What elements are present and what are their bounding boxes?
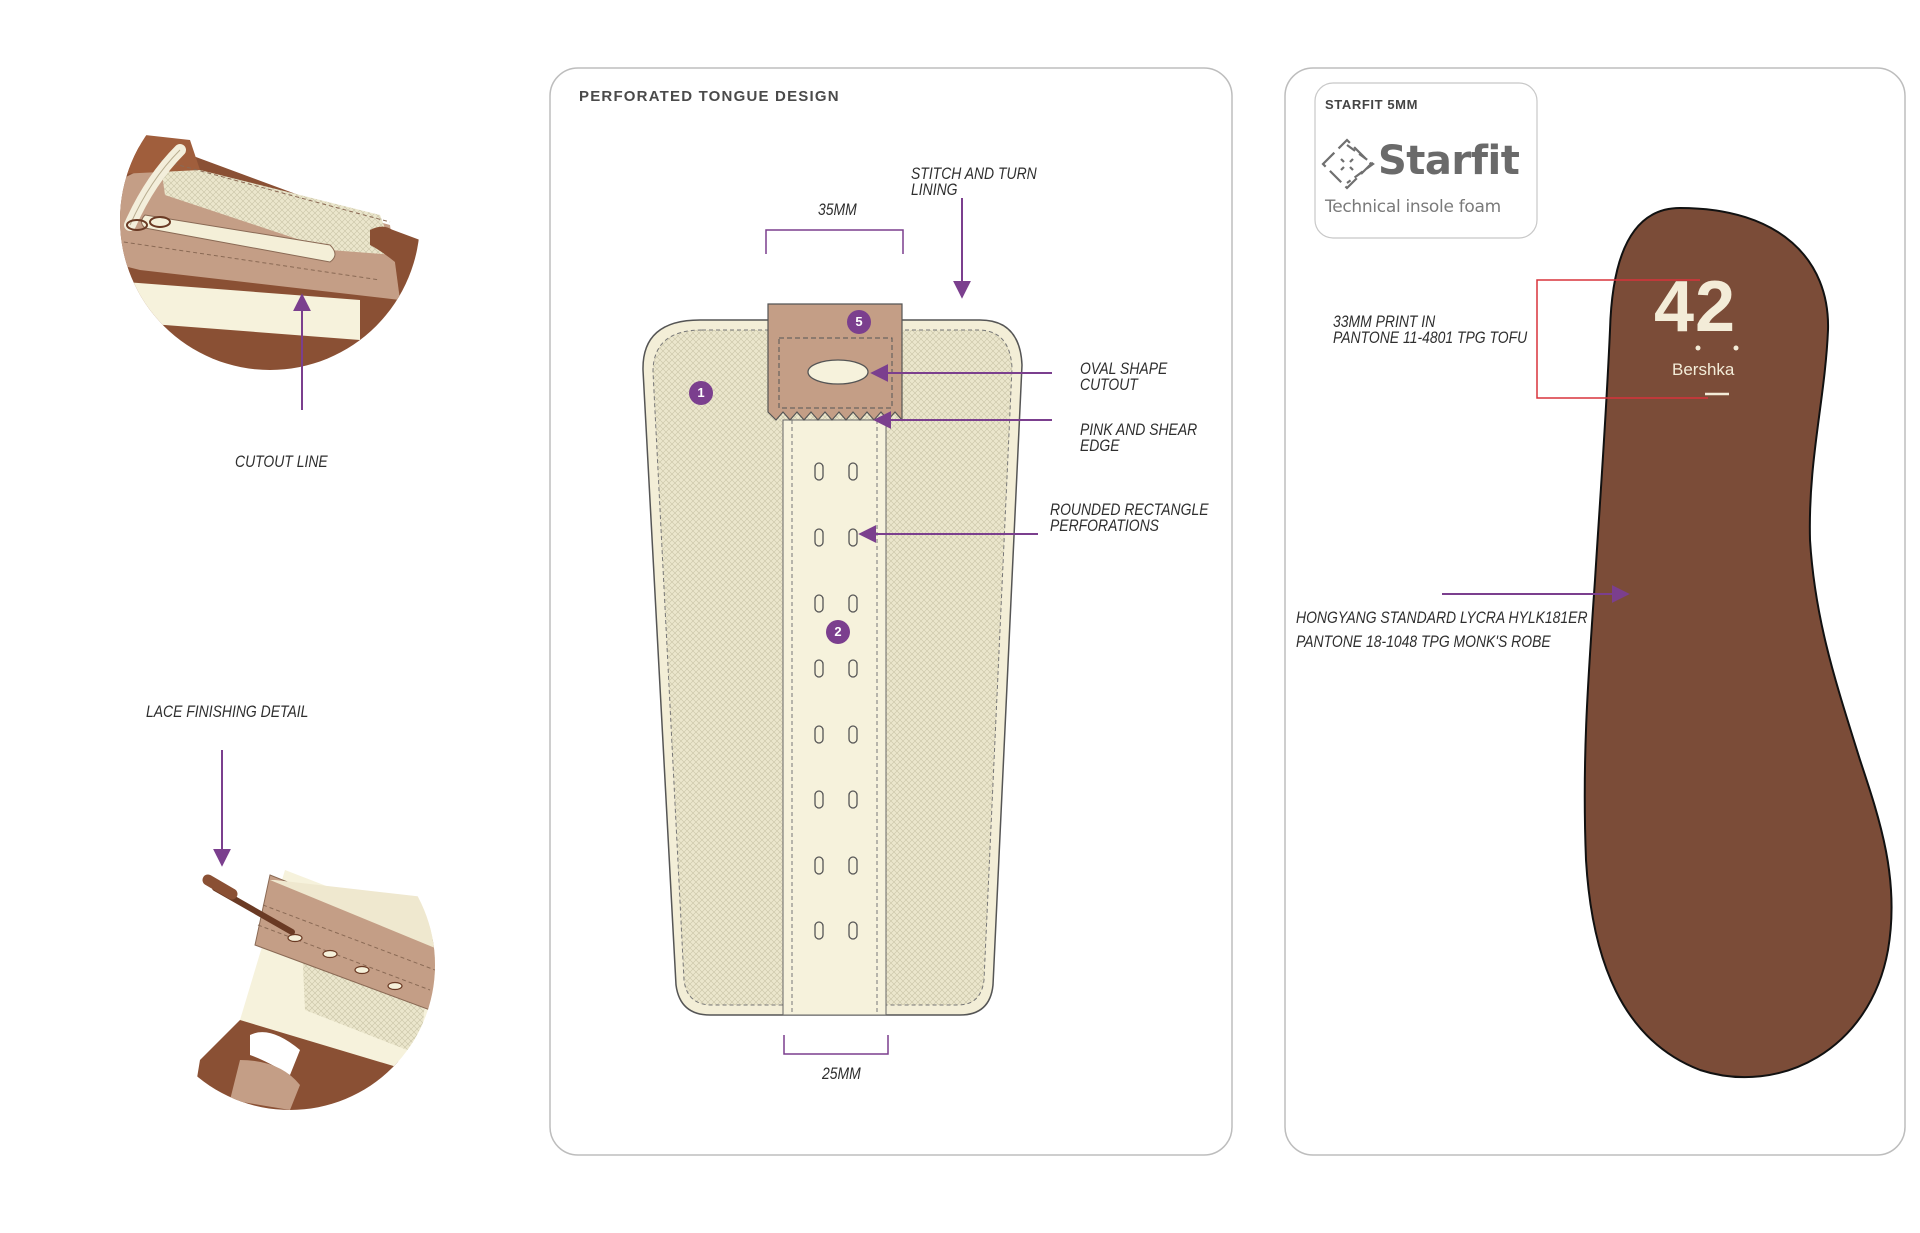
logo-card-title: STARFIT 5MM bbox=[1325, 97, 1419, 112]
dimension-bracket-top bbox=[765, 229, 904, 254]
dimension-bracket-bottom bbox=[783, 1035, 889, 1055]
tongue-illustration bbox=[642, 303, 1023, 1016]
badge-1-number: 1 bbox=[697, 385, 705, 400]
lace-finishing-label: LACE FINISHING DETAIL bbox=[146, 702, 309, 721]
logo-tagline: Technical insole foam bbox=[1325, 197, 1501, 217]
badge-2 bbox=[826, 620, 850, 644]
insole-shape bbox=[1583, 206, 1893, 1079]
pink-shear-label: PINK AND SHEAR EDGE bbox=[1080, 420, 1198, 455]
print-bracket bbox=[1536, 279, 1708, 399]
size-dot-right bbox=[1733, 345, 1739, 351]
insole-panel-frame bbox=[1284, 67, 1906, 1156]
tongue-panel-title: PERFORATED TONGUE DESIGN bbox=[579, 88, 840, 105]
stitch-turn-label: STITCH AND TURN LINING bbox=[911, 164, 1037, 199]
starfit-logo-icon bbox=[1321, 138, 1375, 190]
cutout-detail-illustration bbox=[120, 70, 420, 410]
oval-cutout-label: OVAL SHAPE CUTOUT bbox=[1080, 359, 1168, 394]
badge-5 bbox=[847, 310, 871, 334]
badge-1 bbox=[689, 381, 713, 405]
dimension-bottom-label: 25MM bbox=[822, 1064, 861, 1083]
insole-size-number: 42 bbox=[1654, 267, 1737, 347]
lace-detail-illustration bbox=[145, 750, 435, 1110]
logo-card bbox=[1314, 82, 1538, 239]
dimension-top-label: 35MM bbox=[818, 200, 857, 219]
cutout-line-label: CUTOUT LINE bbox=[235, 452, 328, 471]
tongue-panel-frame bbox=[549, 67, 1233, 1156]
badge-5-number: 5 bbox=[855, 314, 863, 329]
print-spec-label: 33MM PRINT IN PANTONE 11-4801 TPG TOFU bbox=[1333, 312, 1528, 347]
logo-wordmark: Starfit bbox=[1378, 138, 1520, 184]
material-spec-label: HONGYANG STANDARD LYCRA HYLK181ER PANTON… bbox=[1296, 608, 1588, 651]
badge-2-number: 2 bbox=[834, 624, 842, 639]
size-dot-left bbox=[1695, 345, 1701, 351]
insole-brand-print: Bershka bbox=[1672, 360, 1735, 379]
perforations-label: ROUNDED RECTANGLE PERFORATIONS bbox=[1050, 500, 1209, 535]
